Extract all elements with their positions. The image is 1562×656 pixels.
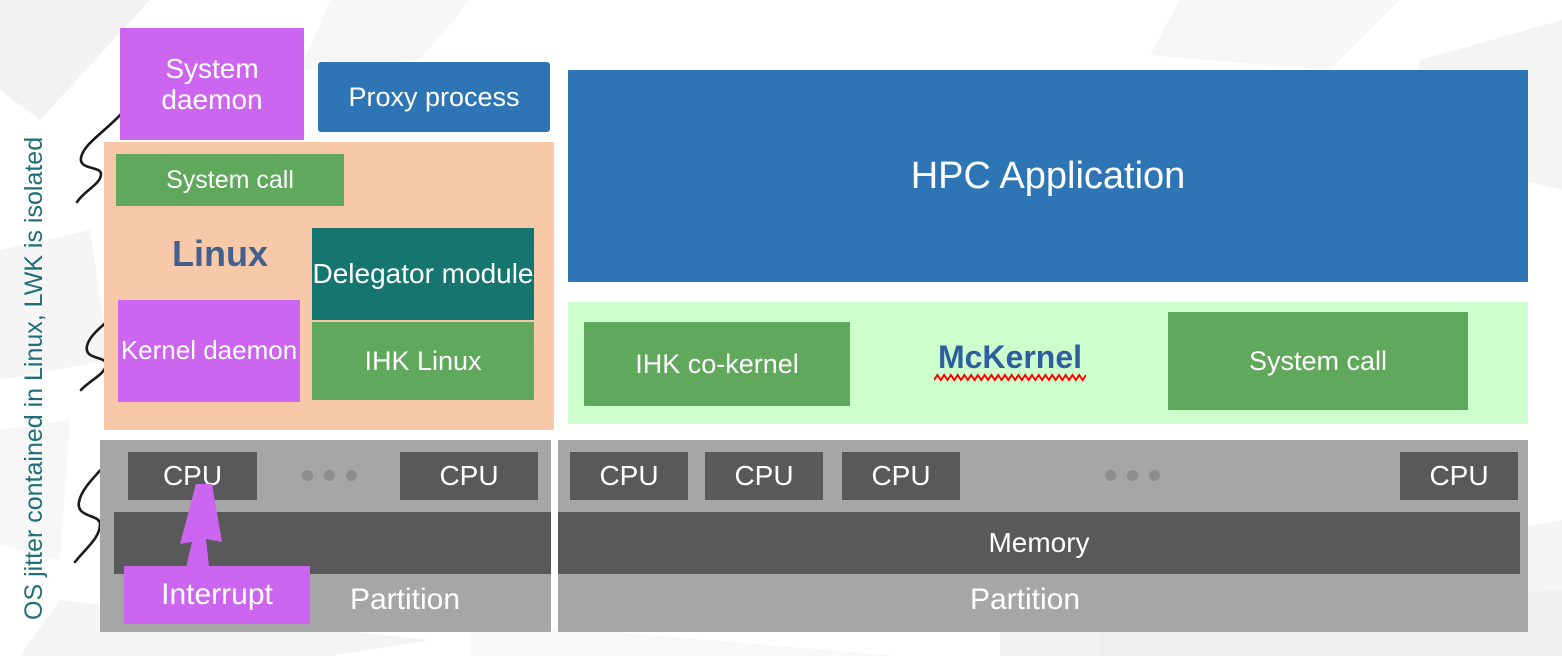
linux-system-call-box[interactable]: System call <box>116 154 344 206</box>
ellipsis-left-partition <box>302 470 357 481</box>
memory-bar-left <box>114 512 551 574</box>
side-annotation-label: OS jitter contained in Linux, LWK is iso… <box>20 136 48 620</box>
cpu-box[interactable]: CPU <box>128 452 257 500</box>
hpc-application-box[interactable]: HPC Application <box>568 70 1528 282</box>
mckernel-system-call-box[interactable]: System call <box>1168 312 1468 410</box>
cpu-box[interactable]: CPU <box>570 452 688 500</box>
kernel-daemon-box[interactable]: Kernel daemon <box>118 300 300 402</box>
cpu-box[interactable]: CPU <box>1400 452 1518 500</box>
ihk-linux-box[interactable]: IHK Linux <box>312 322 534 400</box>
ellipsis-right-partition <box>1105 470 1160 481</box>
cpu-box[interactable]: CPU <box>842 452 960 500</box>
mckernel-text: McKernel <box>937 339 1083 376</box>
mckernel-label: McKernel <box>920 338 1100 382</box>
spellcheck-squiggle-icon <box>934 373 1086 382</box>
linux-panel-label: Linux <box>172 232 268 274</box>
memory-bar-right[interactable]: Memory <box>558 512 1520 574</box>
proxy-process-box[interactable]: Proxy process <box>318 62 550 132</box>
cpu-box[interactable]: CPU <box>400 452 538 500</box>
system-daemon-box[interactable]: System daemon <box>120 28 304 140</box>
delegator-module-box[interactable]: Delegator module <box>312 228 534 320</box>
ihk-co-kernel-box[interactable]: IHK co-kernel <box>584 322 850 406</box>
right-partition-label: Partition <box>969 583 1081 617</box>
left-partition-label: Partition <box>349 583 461 617</box>
interrupt-box[interactable]: Interrupt <box>124 566 310 624</box>
cpu-box[interactable]: CPU <box>705 452 823 500</box>
